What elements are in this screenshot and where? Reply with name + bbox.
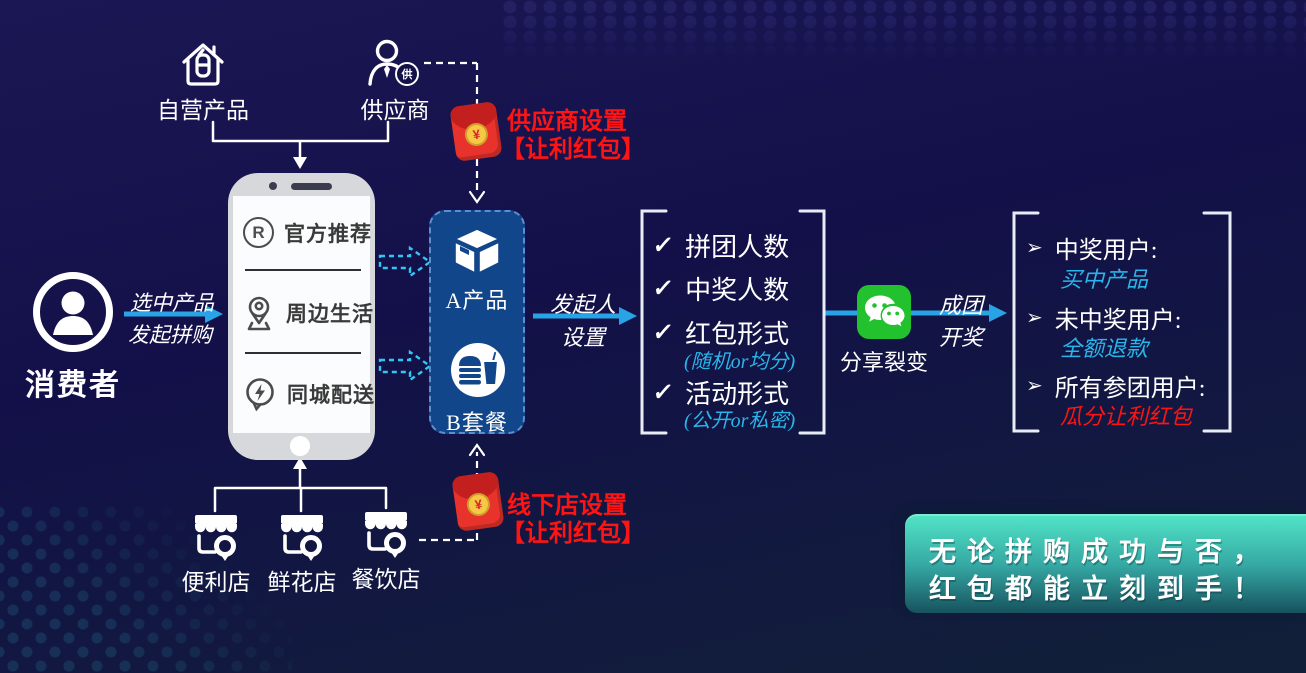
draw-arrow-label-2: 开奖: [938, 325, 983, 350]
offline-note-line1: 线下店设置: [507, 493, 627, 519]
phone-home-button: [290, 436, 310, 456]
check-icon: ✓: [651, 276, 675, 302]
phone-menu-item-official: R 官方推荐: [243, 217, 372, 248]
result-item: ➢ 未中奖用户:: [1026, 307, 1182, 334]
offline-note-line2: 【让利红包】: [501, 521, 645, 547]
arrow-bullet-icon: ➢: [1026, 237, 1043, 259]
registered-r-icon: R: [243, 217, 274, 248]
store-label: 餐饮店: [351, 567, 421, 592]
setting-item: ✓ 红包形式: [651, 320, 790, 349]
banner-line-2: 红包都能立刻到手！: [929, 574, 1271, 604]
result-item: ➢ 所有参团用户:: [1026, 375, 1206, 402]
check-icon: ✓: [651, 320, 675, 346]
draw-arrow-label-1: 成团: [938, 293, 983, 318]
supplier-note-line2: 【让利红包】: [501, 137, 645, 163]
setting-item: ✓ 拼团人数: [651, 233, 790, 262]
consumer-arrow-label-1: 选中产品: [130, 291, 214, 315]
product-a-label: A产品: [445, 288, 509, 313]
result-item-sub: 买中产品: [1060, 267, 1149, 292]
dot-pattern-bottom-left: [0, 505, 292, 673]
arrow-bullet-icon: ➢: [1026, 375, 1043, 397]
house-icon: [182, 43, 224, 86]
store-icon: [281, 515, 323, 561]
dot-pattern-top: [500, 0, 1306, 66]
phone-speaker: [291, 183, 332, 190]
banner-line-1: 无论拼购成功与否，: [929, 537, 1271, 567]
result-item: ➢ 中奖用户:: [1026, 237, 1158, 264]
phone-menu-item-delivery: 同城配送: [243, 376, 375, 412]
consumer-label: 消费者: [25, 369, 121, 402]
supplier-badge: 供: [395, 62, 419, 86]
phone-divider: [245, 269, 361, 271]
setting-item-sub: (公开or私密): [684, 410, 796, 432]
promo-banner: 无论拼购成功与否， 红包都能立刻到手！: [905, 514, 1306, 613]
setting-item: ✓ 中奖人数: [651, 276, 790, 305]
store-label: 鲜花店: [267, 570, 337, 595]
self-product-label: 自营产品: [157, 97, 249, 123]
lightning-pin-icon: [246, 378, 274, 412]
share-label: 分享裂变: [840, 350, 929, 375]
phone-divider: [245, 352, 361, 354]
result-item-sub: 全额退款: [1060, 336, 1149, 361]
supplier-label: 供应商: [360, 97, 430, 123]
check-icon: ✓: [651, 233, 675, 259]
supplier-note-line1: 供应商设置: [507, 109, 627, 135]
store-icon: [365, 512, 407, 558]
consumer-arrow-label-2: 发起拼购: [128, 323, 212, 347]
setting-item-sub: (随机or均分): [684, 351, 796, 373]
package-box-icon: [453, 228, 501, 275]
supplier-icon: 供: [362, 38, 420, 90]
location-pin-icon: [247, 296, 271, 331]
wechat-icon: [857, 285, 911, 339]
phone-camera-dot: [269, 182, 277, 190]
consumer-avatar-icon: [33, 272, 113, 352]
check-icon: ✓: [651, 380, 675, 406]
initiator-arrow-label-2: 设置: [560, 325, 605, 350]
initiator-arrow-label-1: 发起人: [549, 292, 616, 317]
product-b-label: B套餐: [446, 410, 508, 435]
arrow-bullet-icon: ➢: [1026, 307, 1043, 329]
store-icon: [195, 515, 237, 561]
red-envelope-top-icon: ¥: [449, 101, 503, 162]
red-envelope-bottom-icon: ¥: [451, 471, 505, 532]
setting-item: ✓ 活动形式: [651, 380, 790, 409]
phone-menu-item-local-life: 周边生活: [242, 294, 374, 332]
result-item-sub: 瓜分让利红包: [1060, 404, 1193, 429]
meal-set-icon: [451, 343, 505, 397]
store-label: 便利店: [181, 570, 251, 595]
